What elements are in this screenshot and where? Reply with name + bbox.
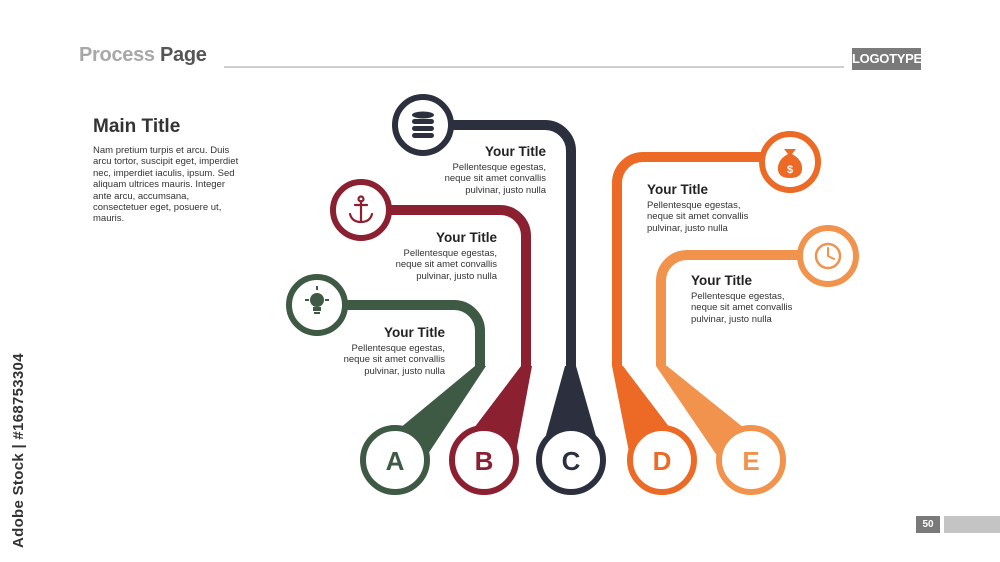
branch-b-connector (386, 205, 531, 366)
branch-d: $ D (612, 131, 821, 495)
step-b-title: Your Title (435, 230, 497, 245)
stock-watermark: Adobe Stock | #168753304 (10, 353, 27, 548)
branch-b: B (330, 179, 532, 495)
logotype: LOGOTYPE (852, 48, 922, 70)
step-a-description: Pellentesque egestas, neque sit amet con… (343, 343, 445, 377)
node-b-label: B (475, 446, 494, 476)
step-e-title: Your Title (691, 273, 753, 288)
step-d-description: Pellentesque egestas, neque sit amet con… (647, 200, 749, 234)
node-a (360, 425, 430, 495)
branch-c-icon-circle (392, 94, 454, 156)
node-c (536, 425, 606, 495)
anchor-icon (348, 195, 374, 224)
step-c-title: Your Title (484, 144, 546, 159)
node-d-label: D (653, 446, 672, 476)
branch-d-connector (612, 152, 764, 366)
branch-c: C (392, 94, 606, 495)
clock-icon (814, 242, 842, 270)
step-e-description: Pellentesque egestas, neque sit amet con… (691, 291, 793, 325)
branch-e: E (656, 225, 859, 495)
page-number: 50 (916, 516, 940, 533)
lightbulb-icon (305, 286, 329, 314)
main-title: Main Title (93, 116, 181, 137)
node-e-label: E (742, 446, 759, 476)
page-number-bar (944, 516, 1000, 533)
branch-e-connector (656, 250, 800, 366)
node-c-label: C (562, 446, 581, 476)
step-b-description: Pellentesque egestas, neque sit amet con… (395, 248, 497, 282)
step-a-title: Your Title (383, 325, 445, 340)
node-a-label: A (386, 446, 405, 476)
page-title-part1: Process (79, 44, 160, 66)
branch-a: A (286, 274, 486, 495)
node-b (449, 425, 519, 495)
step-d-title: Your Title (647, 182, 709, 197)
node-e (716, 425, 786, 495)
node-d (627, 425, 697, 495)
database-icon (412, 111, 434, 138)
page-title-part2: Page (160, 44, 207, 66)
branch-c-connector (449, 120, 576, 366)
header-rule (224, 66, 844, 68)
money-bag-icon: $ (777, 149, 803, 178)
branch-a-connector (346, 300, 485, 366)
main-body-text: Nam pretium turpis et arcu. Duis arcu to… (93, 145, 239, 225)
step-c-description: Pellentesque egestas, neque sit amet con… (444, 162, 546, 196)
page-title: Process Page (79, 44, 207, 67)
svg-text:$: $ (787, 164, 793, 176)
